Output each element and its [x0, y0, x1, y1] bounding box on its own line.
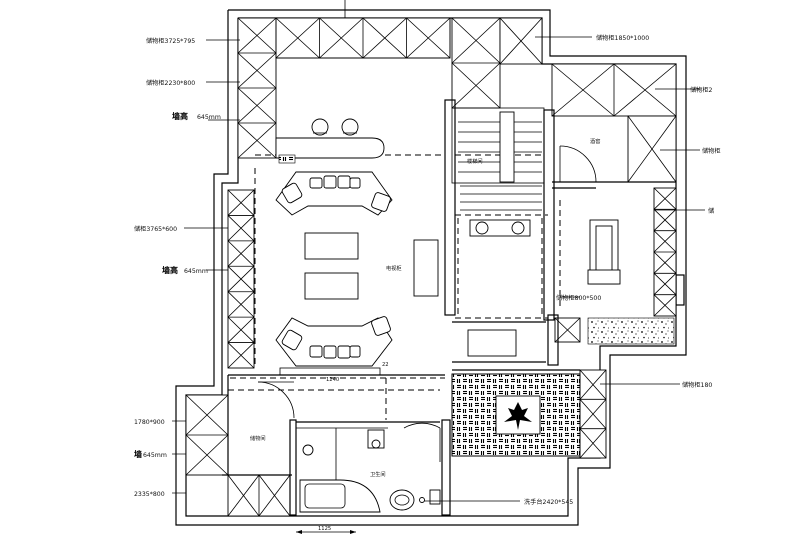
- label-cabinet-right-3: 储: [708, 207, 714, 215]
- label-room-tv: 电视柜: [386, 264, 402, 272]
- interior-walls: [222, 18, 676, 516]
- leader-lines: [172, 36, 705, 534]
- label-room-wine: 酒窖: [590, 137, 600, 145]
- sofa-bottom: [275, 316, 393, 367]
- label-basin: 洗手台2420*545: [524, 498, 573, 506]
- cabinet-block: [275, 17, 451, 59]
- mid-room-table: [467, 329, 517, 357]
- cabinet-block: [499, 17, 543, 65]
- tv-cabinet: [413, 239, 439, 297]
- sofa-top: [275, 171, 393, 216]
- label-wall-height-1: 墙高: [172, 111, 188, 121]
- cabinet-block: [227, 189, 255, 369]
- label-room-stair: 楼梯间: [467, 157, 483, 165]
- label-cabinet-3765: 储柜3765*600: [134, 225, 177, 233]
- cabinet-block: [185, 394, 229, 476]
- cabinet-block: [237, 17, 277, 159]
- cabinet-block: [653, 187, 677, 317]
- bar-stool: [311, 118, 329, 136]
- label-wall-height-3-value: 645mm: [143, 452, 167, 459]
- bar-stool: [341, 118, 359, 136]
- gravel-strip: [587, 317, 675, 345]
- label-cabinet-3725: 储物柜3725*795: [146, 37, 195, 45]
- label-cabinet-800: 储物柜800*500: [556, 294, 601, 302]
- bar-counter: [275, 118, 385, 164]
- bathroom-fixtures: [299, 422, 441, 513]
- cabinet-block: [227, 474, 291, 517]
- cabinet-block: [627, 115, 677, 183]
- staircase: [458, 111, 542, 211]
- label-wall-height-3: 墙: [134, 449, 142, 459]
- label-dim-small-2: 22: [382, 362, 389, 368]
- treadmill: [587, 219, 621, 285]
- cabinet-block: [451, 17, 501, 109]
- label-wall-height-2-value: 645mm: [184, 268, 208, 275]
- label-dim-bottom: 1125: [318, 526, 331, 532]
- label-wall-height-2: 墙高: [162, 265, 178, 275]
- label-cabinet-2230: 储物柜2230*800: [146, 79, 195, 87]
- cabinet-block: [579, 369, 607, 459]
- wine-room-door: [559, 145, 597, 183]
- label-size-1780: 1780*900: [134, 419, 165, 426]
- coffee-table: [304, 232, 359, 260]
- label-dim-small-1: 1240: [326, 377, 339, 383]
- coffee-table: [304, 272, 359, 300]
- label-room-wc: 卫生间: [370, 470, 386, 478]
- label-room-storage: 储物间: [250, 434, 266, 442]
- label-cabinet-right-2: 储物柜: [702, 147, 721, 155]
- mid-room-armchairs: [469, 219, 531, 237]
- cabinet-block: [554, 317, 581, 343]
- label-cabinet-right-4: 储物柜180: [682, 381, 712, 389]
- label-size-2335: 2335*800: [134, 491, 165, 498]
- label-cabinet-1850: 储物柜1850*1000: [596, 34, 649, 42]
- storage-door: [257, 381, 295, 419]
- tile-floor: [451, 373, 581, 457]
- label-wall-height-1-value: 645mm: [197, 114, 221, 121]
- label-cabinet-right-top: 储物柜2: [690, 86, 713, 94]
- cabinet-block: [551, 63, 677, 117]
- annotations: 储物柜3725*795 储物柜1850*1000 储物柜2 储物柜2230*80…: [134, 34, 721, 532]
